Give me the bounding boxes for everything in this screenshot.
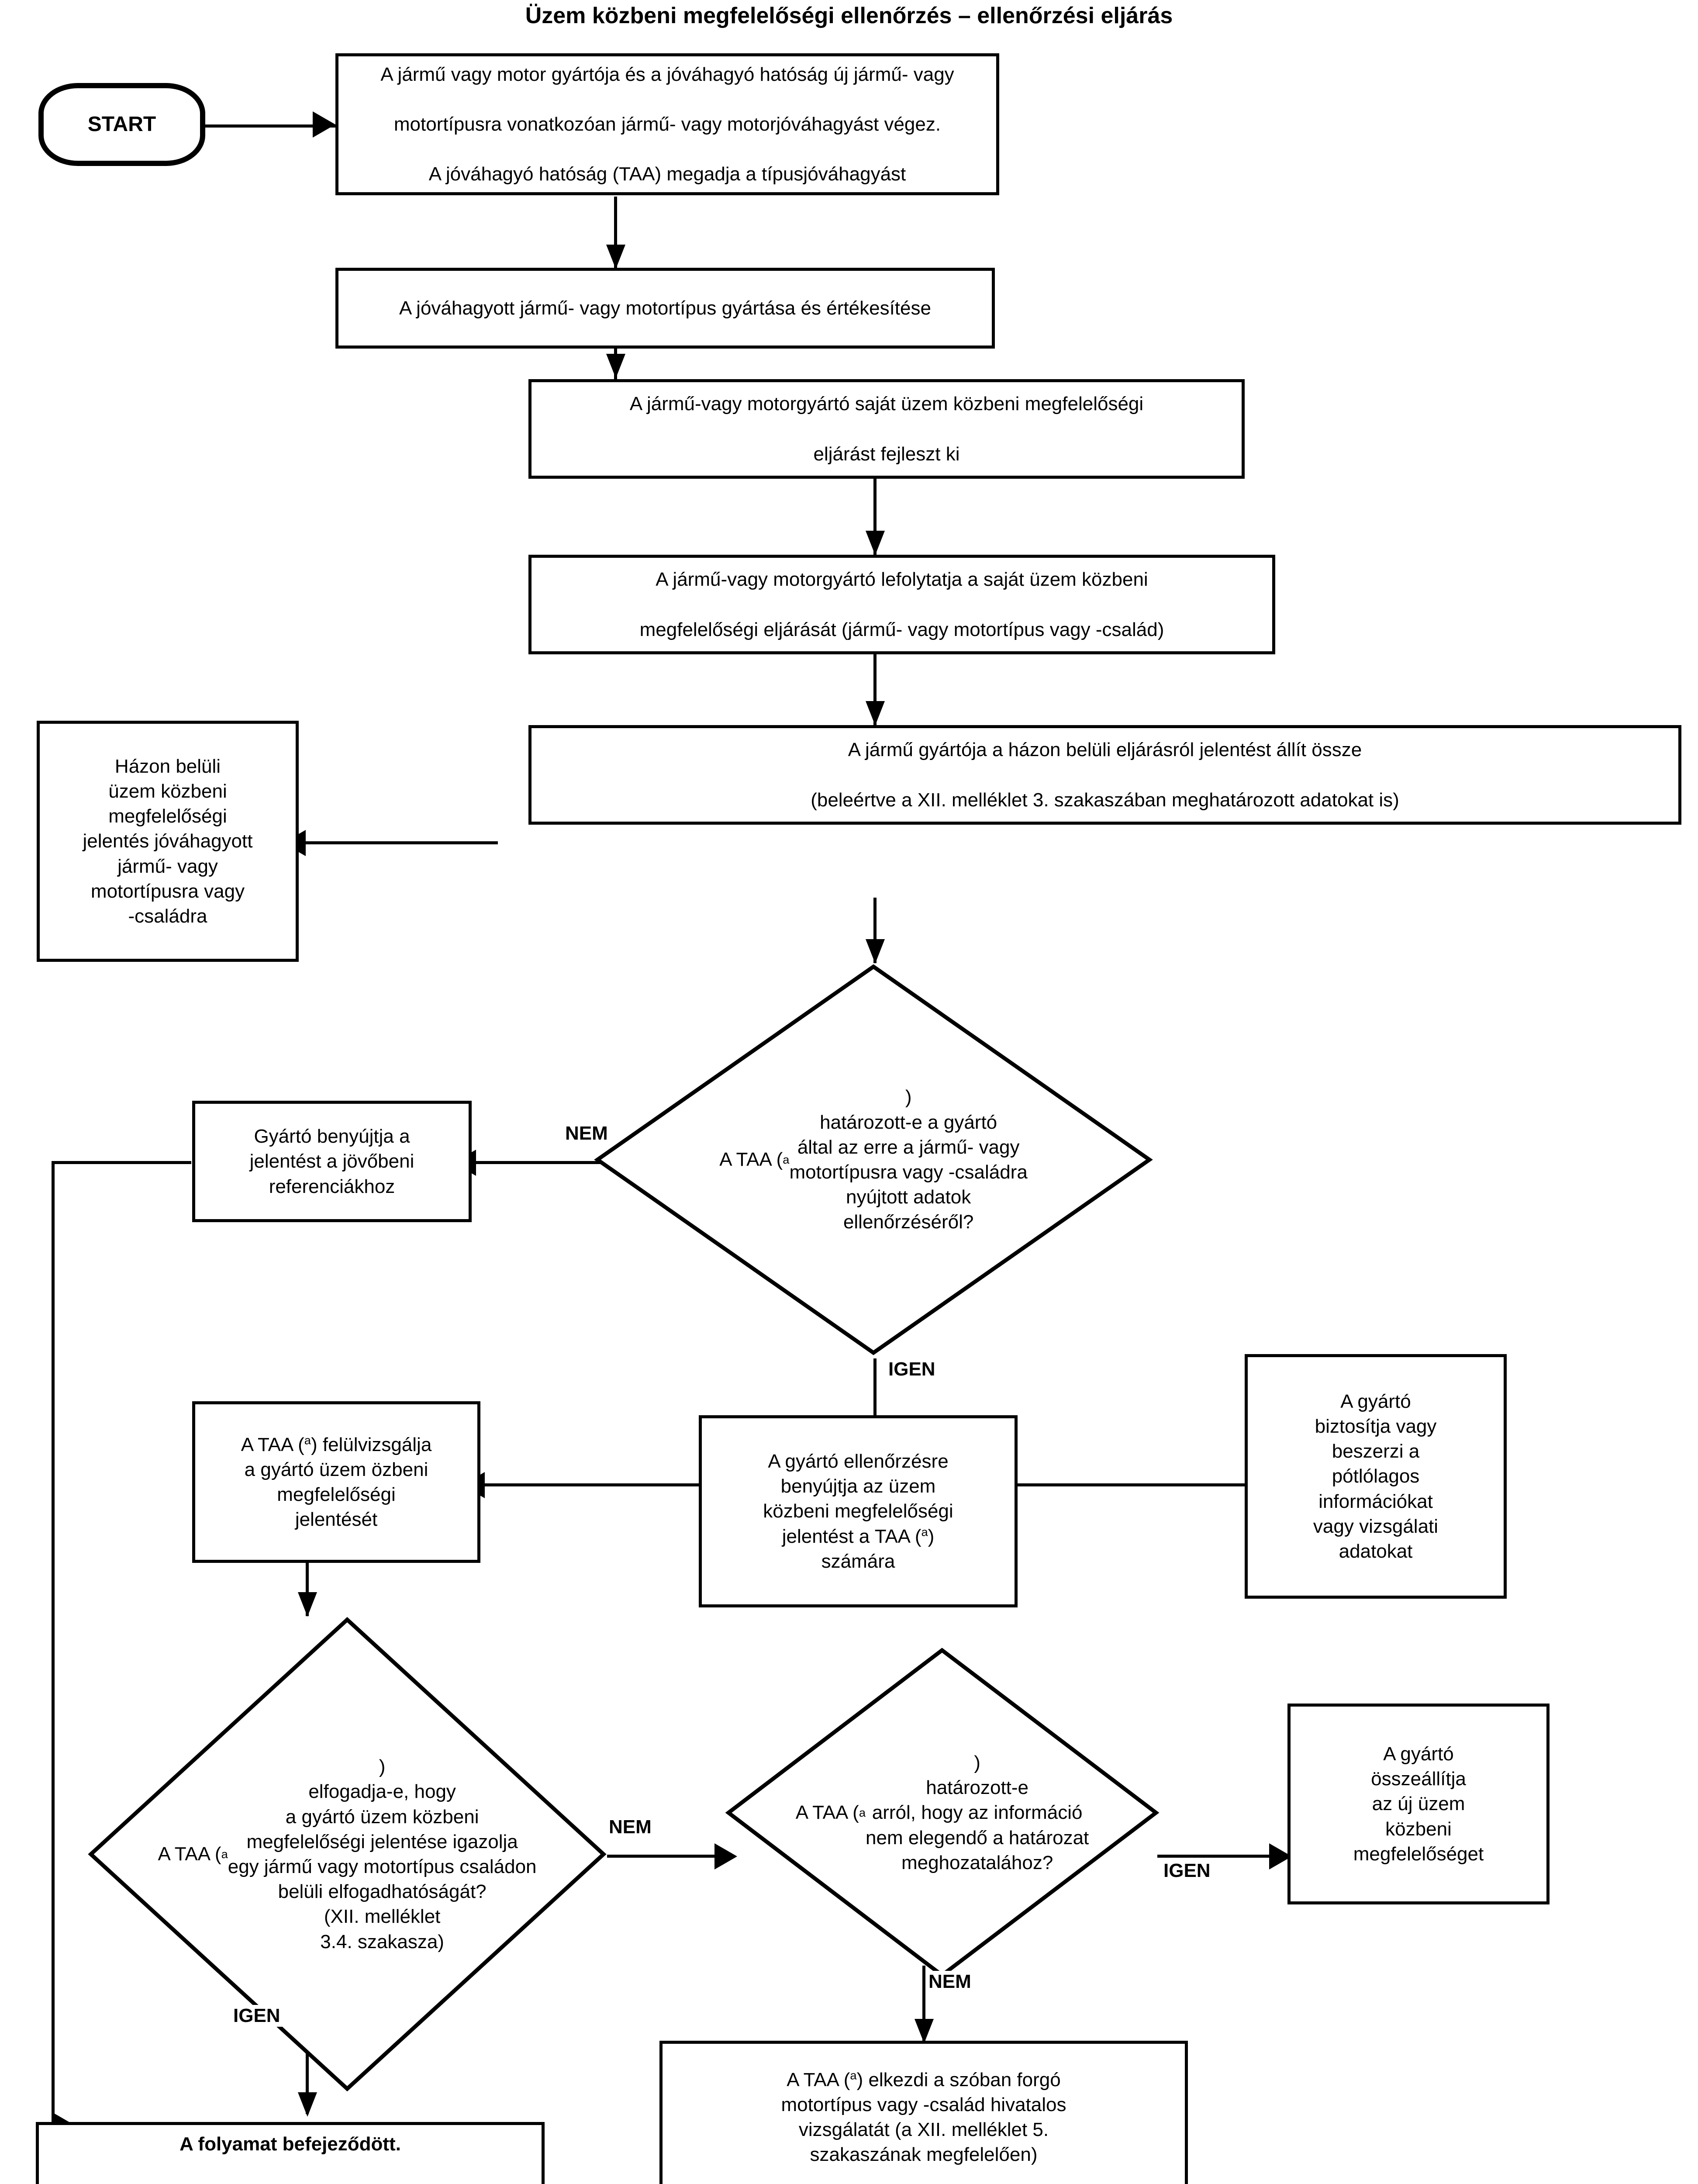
arrowhead-d2-to-d3 [714,1843,737,1870]
edge-label-nem-1: NEM [563,1123,610,1144]
connector-d2-to-d3 [607,1855,725,1858]
connector-start-to-n1 [205,124,336,128]
node-run-isc-procedure-label: A jármű-vagy motorgyártó lefolytatja a s… [639,569,1164,640]
connector-n5-to-n6 [306,841,498,844]
arrowhead-d2-to-nend [298,2092,317,2117]
arrowhead-d3-to-n12 [915,2019,934,2043]
node-run-isc-procedure[interactable]: A jármű-vagy motorgyártó lefolytatja a s… [528,555,1275,654]
arrowhead-n5-to-d1 [866,939,885,964]
connector-n10-to-n8 [952,1483,1467,1486]
node-production-and-sale-label: A jóváhagyott jármű- vagy motortípus gyá… [399,297,931,319]
node-start-label: START [87,112,156,136]
node-process-complete[interactable]: A folyamat befejeződött. Nincs további t… [36,2122,545,2184]
node-develop-isc-procedure-label: A jármű-vagy motorgyártó saját üzem közb… [629,393,1144,465]
edge-label-nem-3: NEM [927,1971,973,1993]
arrowhead-start-to-n1 [313,111,335,138]
node-process-complete-second-line: Nincs további tennivaló [46,2181,535,2184]
connector-n4-to-n5 [873,653,877,727]
connector-d1-nem [476,1161,642,1164]
page-title: Üzem közbeni megfelelőségi ellenőrzés – … [525,3,1173,28]
node-process-complete-bold-line: A folyamat befejeződött. [179,2133,401,2155]
node-start[interactable]: START [38,83,205,166]
edge-label-igen-2: IGEN [1162,1860,1212,1882]
arrowhead-n2-to-n3 [606,354,625,378]
node-compile-report-label: A jármű gyártója a házon belüli eljárásr… [811,739,1399,811]
edge-label-igen-3: IGEN [231,2005,282,2027]
connector-n9-to-d2 [306,1559,309,1616]
edge-label-nem-2: NEM [607,1816,653,1838]
arrowhead-n3-to-n4 [866,531,885,555]
connector-n5-to-d1 [873,898,877,963]
connector-n1-to-n2 [614,197,617,271]
arrowhead-n1-to-n2 [606,245,625,269]
connector-n7-to-left [52,1161,191,1164]
node-develop-isc-procedure[interactable]: A jármű-vagy motorgyártó saját üzem közb… [528,379,1245,479]
node-compile-report[interactable]: A jármű gyártója a házon belüli eljárásr… [528,725,1681,825]
edge-label-igen-1: IGEN [887,1358,937,1380]
connector-n3-to-n4 [873,478,877,557]
connector-n8-to-n9 [485,1483,699,1486]
node-type-approval-label: A jármű vagy motor gyártója és a jóváhag… [380,63,954,185]
connector-d2-to-nend [306,1996,309,2114]
connector-d3-to-n12 [922,1966,925,2044]
arrowhead-n9-to-d2 [298,1592,317,1617]
arrowhead-n4-to-n5 [866,701,885,726]
node-production-and-sale[interactable]: A jóváhagyott jármű- vagy motortípus gyá… [335,268,995,349]
connector-n7-left-stub [52,1161,55,2126]
connector-d3-to-n11 [1157,1855,1288,1858]
decision-taa-verification-shape [594,964,1153,1355]
node-type-approval[interactable]: A jármű vagy motor gyártója és a jóváhag… [335,53,999,195]
node-process-complete-label: A folyamat befejeződött. Nincs további t… [46,2107,535,2184]
decision-taa-accepts-report-shape [88,1617,607,2092]
connector-d1-to-n8 [873,1358,877,1446]
